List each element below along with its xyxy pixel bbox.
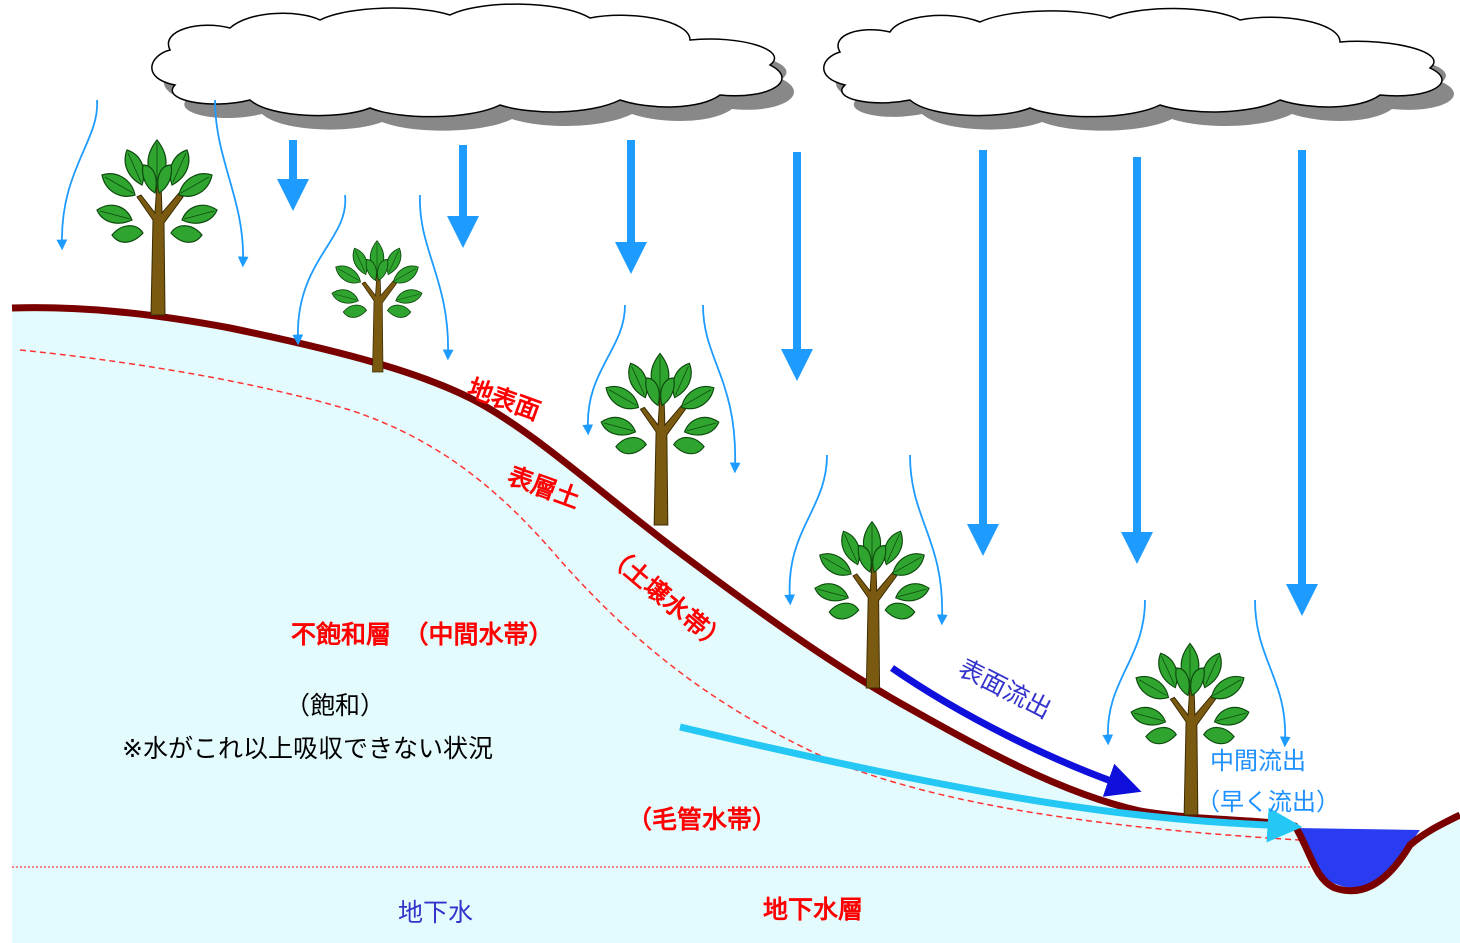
topsoil-boundary-line bbox=[19, 349, 1301, 841]
saturation-note: ※水がこれ以上吸収できない状況 bbox=[122, 734, 493, 763]
stemflow-arrow-icon bbox=[214, 99, 249, 268]
aquifer-label: 地下水層 bbox=[763, 895, 864, 924]
tree-icon bbox=[96, 139, 218, 316]
stemflow-arrow-icon bbox=[292, 194, 347, 346]
interflow-arrow bbox=[679, 723, 1303, 843]
cloud-icon bbox=[151, 3, 794, 131]
stemflow-arrow-icon bbox=[1254, 599, 1291, 748]
interflow-label: 中間流出 bbox=[1210, 747, 1306, 775]
ground-fill bbox=[12, 304, 1460, 943]
stemflow-arrow-icon bbox=[702, 304, 741, 474]
stemflow-arrow-icon bbox=[582, 304, 626, 436]
fast-runoff-label: （早く流出） bbox=[1196, 788, 1340, 816]
unsaturated-layer-label: 不飽和層 （中間水帯） bbox=[291, 620, 554, 649]
stemflow-arrow-icon bbox=[56, 99, 98, 251]
tree-icon bbox=[600, 352, 720, 526]
stemflow-arrow-icon bbox=[1102, 599, 1146, 746]
cloud-icon bbox=[823, 7, 1454, 131]
groundwater-label: 地下水 bbox=[398, 898, 474, 927]
saturation-label: （飽和） bbox=[285, 691, 386, 720]
capillary-zone-label: （毛管水帯） bbox=[627, 805, 778, 834]
stemflow-arrow-icon bbox=[909, 454, 948, 626]
ground-surface-line bbox=[11, 304, 1460, 895]
surface-runoff-arrow bbox=[890, 665, 1142, 797]
stemflow-arrow-icon bbox=[784, 454, 828, 606]
stemflow-arrow-icon bbox=[419, 194, 454, 361]
